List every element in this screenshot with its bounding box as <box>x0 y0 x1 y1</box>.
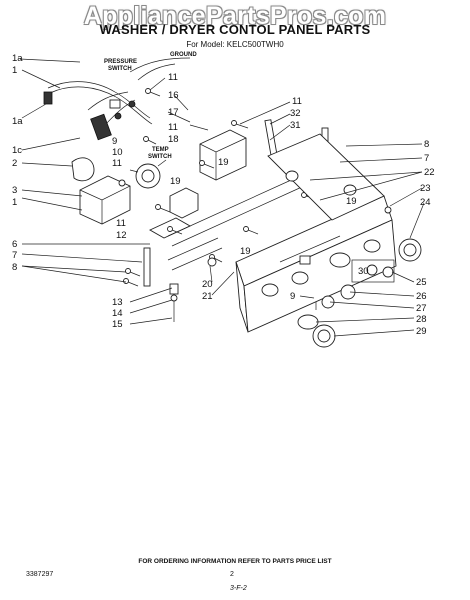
callout: 10 <box>112 147 123 158</box>
callout: 25 <box>416 277 427 288</box>
callout: 20 <box>202 279 213 290</box>
callout: 24 <box>420 197 431 208</box>
button-icon <box>382 266 394 278</box>
callout: 27 <box>416 303 427 314</box>
callout: 14 <box>112 308 123 319</box>
callout: 13 <box>112 297 123 308</box>
callout: 9 <box>290 291 295 302</box>
callout: 31 <box>290 120 301 131</box>
callout: 12 <box>116 230 127 241</box>
callout: 7 <box>12 250 17 261</box>
leader-lines <box>19 58 425 337</box>
callout: 29 <box>416 326 427 337</box>
callout: 1a <box>12 116 23 127</box>
knob-icon <box>403 243 417 257</box>
callout: 11 <box>168 72 178 83</box>
callout: 19 <box>346 196 357 207</box>
callout: 9 <box>112 136 117 147</box>
terminal-icon <box>128 100 136 108</box>
page-number: 2 <box>230 571 234 578</box>
knob-icon <box>317 329 331 343</box>
connector-icon <box>90 113 112 141</box>
callout: 1 <box>12 65 17 76</box>
callout: 32 <box>290 108 301 119</box>
terminal-icon <box>114 112 122 120</box>
callout: 19 <box>170 176 181 187</box>
timer-assembly <box>71 157 131 225</box>
callout: 8 <box>12 262 17 273</box>
callout: 19 <box>218 157 229 168</box>
callout: 3 <box>12 185 17 196</box>
callout: 30 <box>358 266 369 277</box>
document-number: 3387297 <box>26 571 54 578</box>
callout: 7 <box>424 153 429 164</box>
callout: 18 <box>168 134 179 145</box>
ground-label: GROUND <box>170 52 197 58</box>
callout: 8 <box>424 139 429 150</box>
watermark: AppliancePartsPros.com <box>83 2 387 30</box>
callout: 1 <box>12 197 17 208</box>
ordering-footnote: FOR ORDERING INFORMATION REFER TO PARTS … <box>138 558 332 565</box>
callout: 28 <box>416 314 427 325</box>
callout: 11 <box>112 158 122 169</box>
temp-switch <box>129 159 167 189</box>
callout: 19 <box>240 246 251 257</box>
callout: 2 <box>12 158 17 169</box>
callout: 6 <box>12 239 17 250</box>
callout: 15 <box>112 319 123 330</box>
control-knobs <box>297 238 422 348</box>
temp-switch-label: TEMP <box>152 147 169 153</box>
control-panel-console <box>235 195 397 333</box>
model-number: For Model: KELC500TWH0 <box>186 40 284 49</box>
page-code: 3-F-2 <box>230 585 247 592</box>
callout: 23 <box>420 183 431 194</box>
callout: 17 <box>168 107 179 118</box>
frame-rails <box>167 175 305 271</box>
connector-icon <box>109 99 121 109</box>
callout: 22 <box>424 167 435 178</box>
pressure-switch-label: SWITCH <box>108 66 132 72</box>
page-title: WASHER / DRYER CONTOL PANEL PARTS <box>99 22 371 37</box>
pressure-switch <box>169 187 199 219</box>
callout: 11 <box>168 122 178 133</box>
temp-switch-label: SWITCH <box>148 154 172 160</box>
callout: 21 <box>202 291 213 302</box>
callout: 11 <box>292 96 302 107</box>
pressure-switch-label: PRESSURE <box>104 59 137 65</box>
callout: 1c <box>12 145 22 156</box>
connector-icon <box>43 91 53 105</box>
button-icon <box>366 264 378 276</box>
callouts: 1a 1 1a 1c 2 3 1 11 16 17 11 18 9 10 11 … <box>12 53 435 337</box>
knob-icon <box>297 314 319 330</box>
callout: 26 <box>416 291 427 302</box>
callout: 11 <box>116 218 126 229</box>
wiring-harness <box>43 57 191 141</box>
callout: 16 <box>168 90 179 101</box>
callout: 1a <box>12 53 23 64</box>
